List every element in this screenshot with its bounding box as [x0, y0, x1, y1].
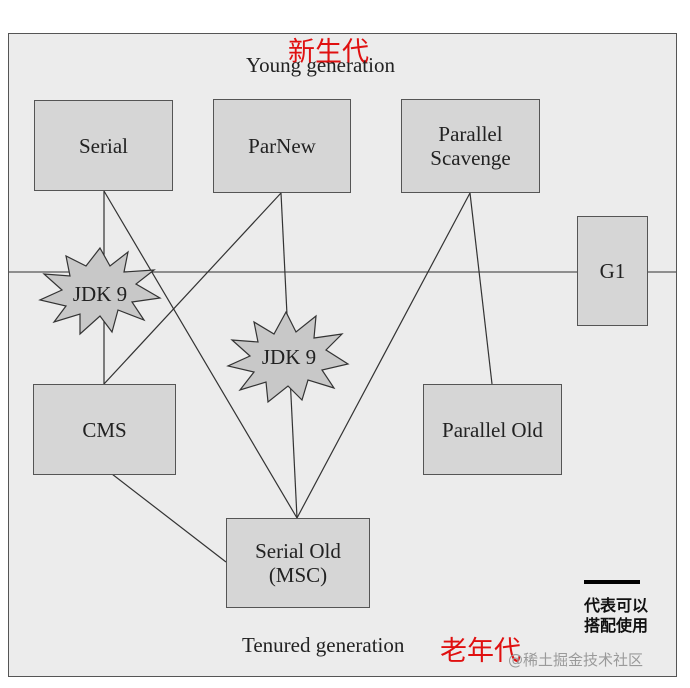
label-parallel-scavenge-2: Scavenge	[430, 146, 511, 170]
young-gen-label-cn: 新生代	[288, 37, 369, 67]
label-cms: CMS	[82, 417, 127, 442]
link-scavenge-parallelold	[469, 192, 493, 385]
box-parallel-scavenge: Parallel Scavenge	[401, 99, 540, 193]
jdk9-burst-center	[226, 310, 350, 404]
link-serial-serialold	[103, 190, 298, 519]
link-cms-serialold	[111, 473, 227, 563]
link-scavenge-serialold	[296, 192, 471, 519]
label-serial: Serial	[79, 133, 128, 158]
box-parallel-old: Parallel Old	[423, 384, 562, 475]
label-serial-old-2: (MSC)	[268, 563, 328, 587]
label-serial-old-1: Serial Old	[255, 539, 341, 563]
box-parnew: ParNew	[213, 99, 351, 193]
legend-line-1: 代表可以	[584, 596, 649, 615]
label-parallel-old: Parallel Old	[442, 417, 543, 442]
legend-line-2: 搭配使用	[584, 616, 649, 635]
label-parallel-scavenge-1: Parallel	[438, 122, 503, 146]
box-cms: CMS	[33, 384, 176, 475]
jdk9-burst-left	[38, 246, 162, 336]
legend-caption: 代表可以 搭配使用	[584, 596, 648, 636]
jdk9-label-center: JDK 9	[262, 345, 316, 369]
jdk9-label-left: JDK 9	[73, 282, 127, 306]
tenured-gen-label: Tenured generation	[242, 633, 405, 657]
box-g1: G1	[577, 216, 648, 326]
box-serial-old: Serial Old (MSC)	[226, 518, 370, 608]
watermark: @稀土掘金技术社区	[508, 651, 644, 669]
box-serial: Serial	[34, 100, 173, 191]
tenured-gen-label-cn: 老年代	[440, 636, 521, 666]
young-gen-label: Young generation	[246, 53, 395, 77]
label-parnew: ParNew	[248, 134, 316, 158]
label-g1: G1	[599, 259, 626, 283]
link-parnew-cms	[103, 192, 282, 385]
